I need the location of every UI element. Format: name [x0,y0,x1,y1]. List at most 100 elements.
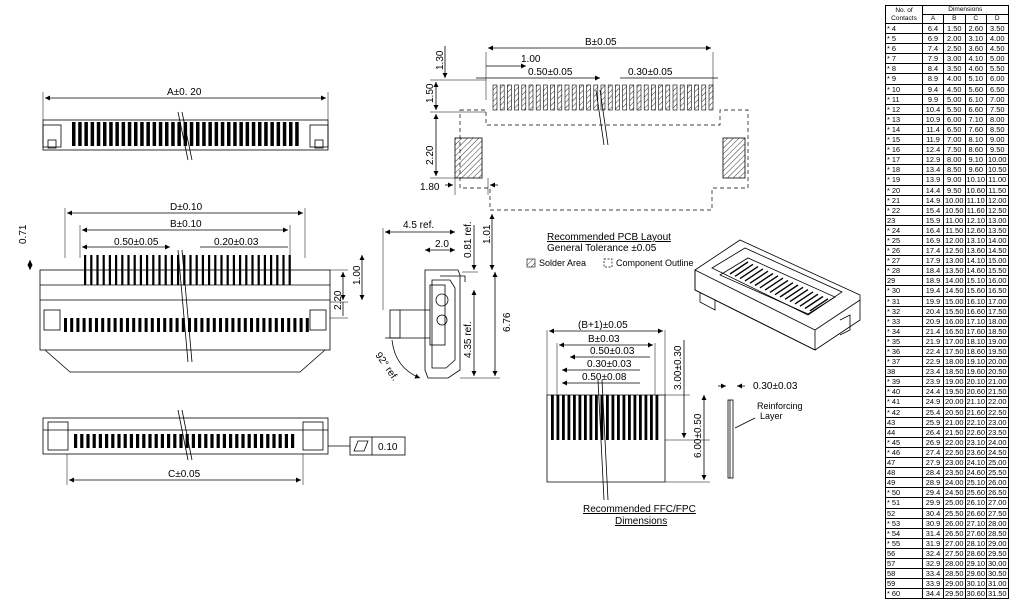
dimension-cell: 22.00 [943,436,966,448]
dimension-cell: 15.4 [922,204,944,216]
contacts-cell: * 19 [885,174,923,186]
contacts-cell: * 60 [885,588,923,600]
dimension-cell: 10.9 [922,113,944,125]
iso-contact [789,289,809,303]
ffc-conductor [578,395,582,440]
contact-lead [127,255,130,285]
dimension-cell: 27.50 [943,547,966,559]
dimension-cell: 15.10 [964,275,987,287]
solder-pad [586,84,591,111]
ffc-title: Recommended FFC/FPC [583,504,696,515]
contact-lead [263,255,266,285]
dimension-cell: 13.9 [922,174,944,186]
dimension-cell: 4.60 [964,63,987,75]
dimension-cell: 28.60 [964,547,987,559]
ffc-subtitle: Dimensions [615,516,667,527]
dimension-cell: 22.10 [964,416,987,428]
contact-pin [278,434,282,448]
contact-pin [239,122,243,146]
contact-lead [146,255,149,285]
contacts-cell: * 15 [885,134,923,146]
contact-tail [268,318,272,332]
dimension-cell: 12.4 [922,144,944,156]
dimension-cell: 14.10 [964,255,987,267]
contacts-cell: * 33 [885,315,923,327]
dimension-cell: 9.00 [943,174,966,186]
solder-pad [665,84,671,111]
dimension-cell: 26.50 [986,487,1009,499]
contact-pin [105,434,109,448]
dimension-cell: 13.50 [986,224,1009,236]
contact-pin [247,434,251,448]
contact-lead [121,255,124,285]
dimension-cell: 27.00 [943,537,966,549]
solder-pad [499,84,505,111]
contact-lead [282,255,285,285]
dimension-cell: 34.4 [922,588,944,600]
dimension-cell: 15.50 [943,305,966,317]
solder-pad [564,84,570,111]
dimension-cell: 24.00 [986,436,1009,448]
dimension-cell: 11.10 [964,194,987,206]
contact-pin [127,122,132,146]
contacts-cell: * 42 [885,406,923,418]
contact-pin [295,122,299,146]
dimension-cell: 25.10 [964,477,987,489]
dimension-cell: 8.50 [943,164,966,176]
contact-pin [92,434,96,448]
col-dimensions-header: Dimensions [922,5,1009,15]
contacts-cell: * 9 [885,73,923,85]
contact-tail [274,318,278,332]
iso-contact [804,295,824,310]
contact-lead [133,255,136,285]
contact-pin [233,122,237,146]
ffc-conductor [611,395,615,440]
contact-pin [148,434,152,448]
contact-lead [245,255,248,285]
contact-tail [175,318,179,332]
contact-pin [282,122,287,146]
contact-tail [70,318,74,332]
dimension-cell: 27.60 [964,527,987,539]
contacts-cell: * 45 [885,436,923,448]
iso-contact [779,284,799,298]
contacts-cell: * 14 [885,123,923,136]
ffc-conductor [573,395,576,440]
ffc-conductor [633,395,637,440]
dimension-cell: 30.10 [964,578,987,590]
contacts-cell: * 39 [885,376,923,388]
dimension-cell: 9.60 [964,164,987,176]
contact-pin [241,434,245,448]
dimension-cell: 24.00 [943,477,966,489]
dimension-cell: 30.4 [922,507,944,519]
dimension-cell: 10.50 [986,164,1009,176]
solder-pad [550,84,555,111]
contact-pin [272,434,276,448]
dimension-cell: 18.9 [922,275,944,287]
dimension-cell: 29.10 [964,557,987,570]
dimension-cell: 29.4 [922,487,944,499]
contact-tail [181,318,185,332]
ffc-conductor [589,395,593,440]
dimension-cell: 28.00 [986,517,1009,529]
dim-101-label: 1.01 [482,224,493,244]
dim-20-label: 2.0 [435,239,449,250]
dimension-cell: 21.50 [943,426,966,438]
solder-pad [679,84,685,111]
dimension-cell: 29.00 [986,537,1009,549]
dimension-cell: 6.50 [943,123,966,136]
dimension-cell: 3.00 [943,53,966,65]
dimension-cell: 11.4 [922,123,944,136]
contact-lead [270,255,273,285]
